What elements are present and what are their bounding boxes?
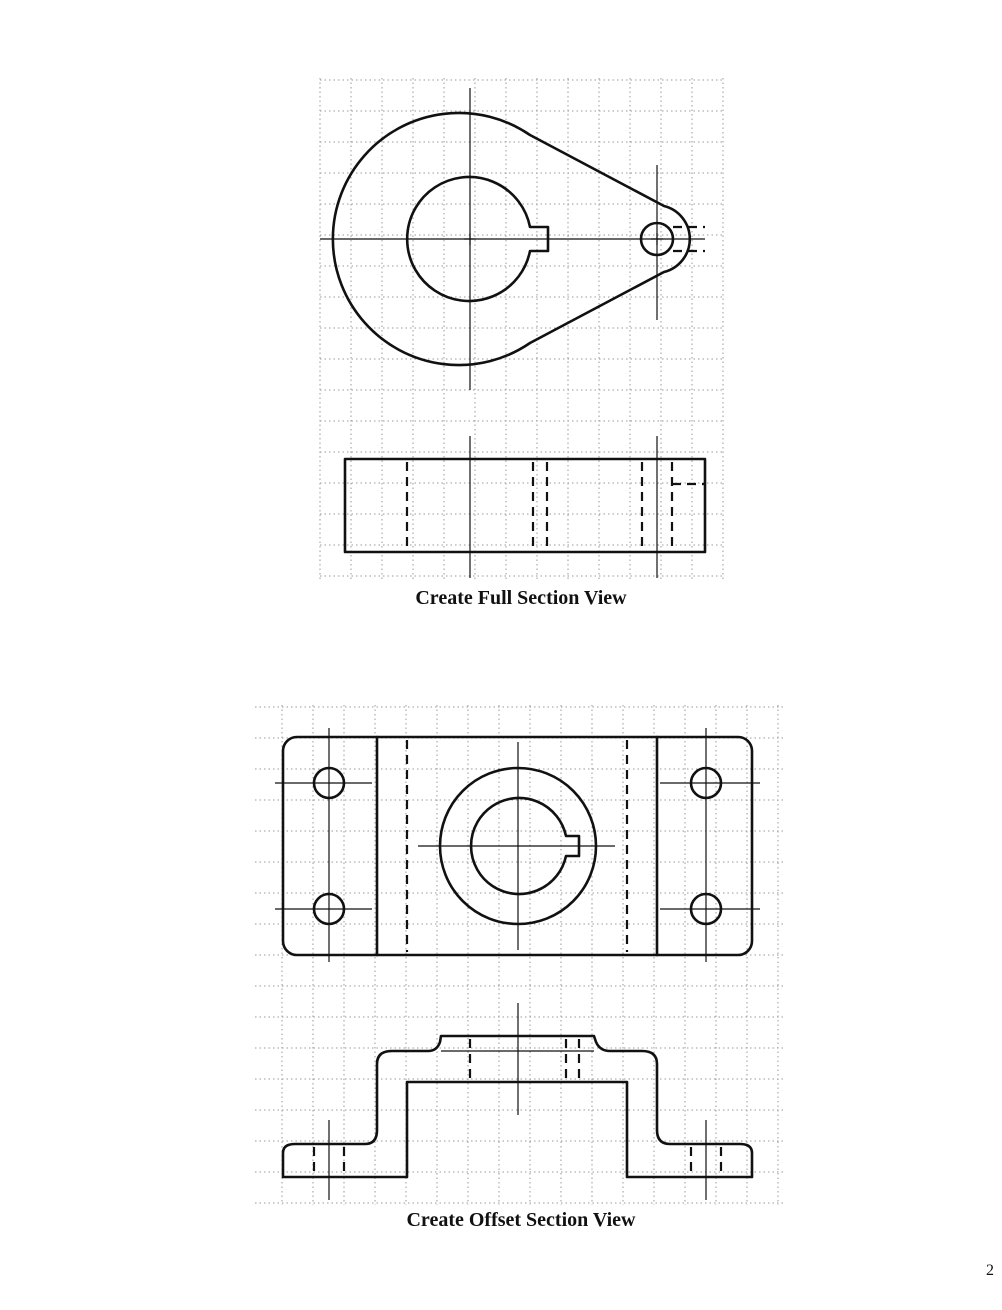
- cam-outline: [331, 111, 692, 367]
- figure-1-caption: Create Full Section View: [415, 587, 627, 609]
- front-centerlines: [469, 436, 658, 578]
- slot-hidden-lines: [673, 225, 705, 253]
- figure-1-top-view: [320, 88, 705, 390]
- grid-figure-1: [319, 78, 724, 582]
- keyed-bore: [405, 175, 550, 303]
- bore-hidden-lines: [405, 462, 549, 550]
- keyed-bore: [469, 796, 581, 896]
- front-view-centerlines: [328, 1003, 707, 1200]
- figure-1-front-view: [343, 436, 707, 578]
- block-outline: [343, 457, 707, 554]
- inner-hidden-lines: [405, 740, 629, 952]
- page-number: 2: [986, 1262, 994, 1279]
- right-hole-hidden-lines: [689, 1147, 723, 1175]
- bore-hidden-lines: [468, 1039, 581, 1080]
- figure-2-front-view: [281, 1003, 754, 1200]
- figure-2-caption: Create Offset Section View: [406, 1209, 636, 1231]
- top-view-centerlines: [275, 728, 760, 962]
- base-outline: [281, 735, 754, 957]
- web-lines: [375, 735, 659, 957]
- left-hole-hidden-lines: [312, 1147, 346, 1175]
- bracket-outline: [281, 1034, 754, 1179]
- figure-2-top-view: [275, 728, 760, 962]
